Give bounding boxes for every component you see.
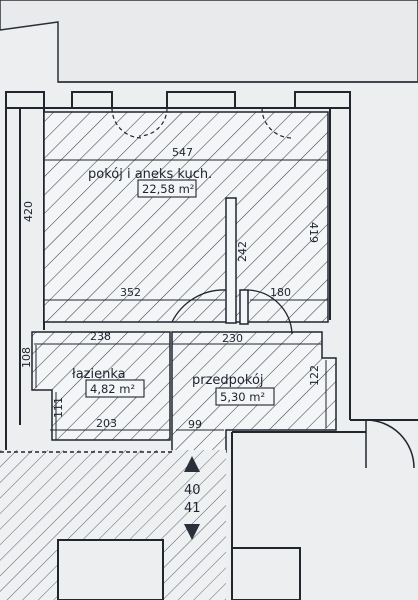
stair-upper-number: 40 — [184, 483, 201, 498]
dim-bath-lower-height: 111 — [52, 397, 65, 418]
hall-door-arc-2 — [247, 289, 293, 335]
lower-stair-block-right — [231, 547, 301, 600]
dimension-lines — [34, 159, 328, 440]
partition-wall — [225, 197, 237, 324]
dim-right-height: 419 — [307, 222, 320, 243]
balcony-doors — [111, 107, 293, 139]
dim-hall-depth: 122 — [308, 365, 321, 386]
dim-hall-bottom: 99 — [188, 418, 202, 431]
stairwell-fill — [0, 450, 226, 600]
hall-door-arc — [171, 289, 227, 323]
outer-walls — [5, 91, 418, 600]
dim-right-segment: 180 — [270, 286, 291, 299]
dim-top-width: 547 — [172, 146, 193, 159]
hallway-area: 5,30 m² — [220, 390, 265, 404]
main-room-fill — [43, 111, 329, 323]
dim-bath-width: 238 — [90, 330, 111, 343]
dim-left-height: 420 — [22, 201, 35, 222]
partition-stub — [239, 289, 249, 325]
hallway-name: przedpokój — [192, 373, 264, 388]
dim-bath-bottom: 203 — [96, 417, 117, 430]
dim-partition-height: 242 — [236, 241, 249, 262]
dim-hall-width: 230 — [222, 332, 243, 345]
hallway-area-box — [215, 387, 275, 406]
dim-bath-height: 108 — [20, 347, 33, 368]
entry-door-arc — [365, 419, 415, 469]
bathroom-area-box — [85, 379, 145, 398]
bathroom-area: 4,82 m² — [90, 382, 135, 396]
stair-arrow-down-icon — [184, 524, 200, 540]
lower-stair-block — [57, 539, 164, 600]
bathroom-name: łazienka — [72, 367, 126, 382]
main-room-name: pokój i aneks kuch. — [88, 167, 212, 182]
terrace-outline — [0, 0, 418, 83]
dim-left-segment: 352 — [120, 286, 141, 299]
main-room-area-box — [137, 179, 197, 198]
main-room-area: 22,58 m² — [142, 182, 194, 196]
stair-arrow-up-icon — [184, 456, 200, 472]
stair-lower-number: 41 — [184, 501, 201, 516]
